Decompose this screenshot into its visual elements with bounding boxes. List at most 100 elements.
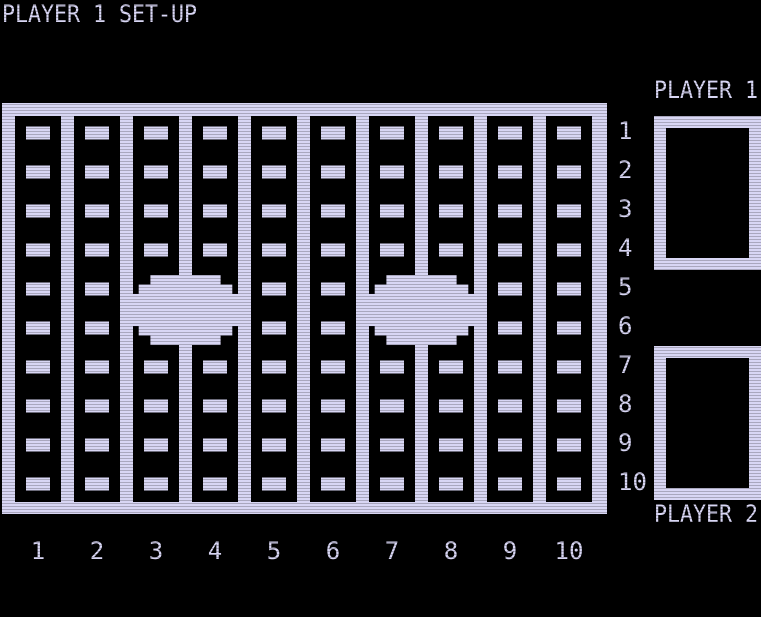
board-cell[interactable] <box>26 321 50 335</box>
board-cell[interactable] <box>321 282 345 296</box>
board-cell[interactable] <box>557 360 581 374</box>
board-cell[interactable] <box>439 126 463 140</box>
board-cell[interactable] <box>85 204 109 218</box>
board-cell[interactable] <box>144 360 168 374</box>
board-cell[interactable] <box>439 477 463 491</box>
board-cell[interactable] <box>85 165 109 179</box>
board-cell[interactable] <box>557 243 581 257</box>
board-cell[interactable] <box>557 399 581 413</box>
board-cell[interactable] <box>557 321 581 335</box>
board-cell[interactable] <box>144 438 168 452</box>
board-cell[interactable] <box>557 165 581 179</box>
board-cell[interactable] <box>262 204 286 218</box>
board-cell[interactable] <box>498 204 522 218</box>
board-cell[interactable] <box>26 204 50 218</box>
board-cell[interactable] <box>321 204 345 218</box>
board-cell[interactable] <box>321 399 345 413</box>
board-cell[interactable] <box>203 243 227 257</box>
player2-label: PLAYER 2 <box>654 500 759 528</box>
board-cell[interactable] <box>498 243 522 257</box>
board-cell[interactable] <box>262 321 286 335</box>
board-cell[interactable] <box>85 399 109 413</box>
board-cell[interactable] <box>203 204 227 218</box>
column-label: 2 <box>89 537 105 565</box>
board-cell[interactable] <box>439 399 463 413</box>
board-cell[interactable] <box>144 477 168 491</box>
board-cell[interactable] <box>380 477 404 491</box>
board-cell[interactable] <box>321 165 345 179</box>
board-cell[interactable] <box>144 165 168 179</box>
board-cell[interactable] <box>26 477 50 491</box>
lake-segment <box>386 275 457 285</box>
board-cell[interactable] <box>498 126 522 140</box>
board-cell[interactable] <box>85 282 109 296</box>
board-cell[interactable] <box>85 438 109 452</box>
board-cell[interactable] <box>203 399 227 413</box>
board-cell[interactable] <box>203 126 227 140</box>
board-cell[interactable] <box>26 126 50 140</box>
board-cell[interactable] <box>85 477 109 491</box>
board-cell[interactable] <box>262 438 286 452</box>
board-cell[interactable] <box>380 399 404 413</box>
board-cell[interactable] <box>321 126 345 140</box>
board-cell[interactable] <box>85 126 109 140</box>
board-cell[interactable] <box>321 438 345 452</box>
lake-segment <box>138 284 233 295</box>
board-cell[interactable] <box>203 438 227 452</box>
board-cell[interactable] <box>498 282 522 296</box>
lake-segment <box>150 275 221 285</box>
board-cell[interactable] <box>498 477 522 491</box>
board-cell[interactable] <box>380 126 404 140</box>
row-label: 3 <box>618 195 633 223</box>
board-cell[interactable] <box>262 360 286 374</box>
board-cell[interactable] <box>380 438 404 452</box>
board-cell[interactable] <box>557 477 581 491</box>
board-cell[interactable] <box>439 438 463 452</box>
board-cell[interactable] <box>439 360 463 374</box>
board-cell[interactable] <box>321 243 345 257</box>
board-cell[interactable] <box>262 165 286 179</box>
board-cell[interactable] <box>26 360 50 374</box>
board-cell[interactable] <box>26 165 50 179</box>
board-cell[interactable] <box>26 243 50 257</box>
board-cell[interactable] <box>498 399 522 413</box>
board-cell[interactable] <box>439 165 463 179</box>
board-cell[interactable] <box>144 399 168 413</box>
board-cell[interactable] <box>26 282 50 296</box>
board-cell[interactable] <box>498 165 522 179</box>
board-cell[interactable] <box>498 438 522 452</box>
board-cell[interactable] <box>557 126 581 140</box>
board-cell[interactable] <box>85 243 109 257</box>
board-cell[interactable] <box>262 477 286 491</box>
board-cell[interactable] <box>557 282 581 296</box>
board-cell[interactable] <box>144 204 168 218</box>
board-cell[interactable] <box>321 321 345 335</box>
board-cell[interactable] <box>321 360 345 374</box>
board-cell[interactable] <box>380 204 404 218</box>
board-cell[interactable] <box>144 126 168 140</box>
board-cell[interactable] <box>203 477 227 491</box>
board-cell[interactable] <box>262 282 286 296</box>
board-cell[interactable] <box>557 438 581 452</box>
board-cell[interactable] <box>262 126 286 140</box>
board-cell[interactable] <box>85 321 109 335</box>
board-cell[interactable] <box>380 360 404 374</box>
board-cell[interactable] <box>557 204 581 218</box>
board-cell[interactable] <box>380 243 404 257</box>
board-cell[interactable] <box>262 243 286 257</box>
board-cell[interactable] <box>144 243 168 257</box>
board-cell[interactable] <box>203 360 227 374</box>
board-cell[interactable] <box>26 438 50 452</box>
board-cell[interactable] <box>498 360 522 374</box>
board-cell[interactable] <box>85 360 109 374</box>
board-cell[interactable] <box>439 243 463 257</box>
column-label: 4 <box>207 537 223 565</box>
board-cell[interactable] <box>439 204 463 218</box>
board-cell[interactable] <box>26 399 50 413</box>
board-cell[interactable] <box>498 321 522 335</box>
board-cell[interactable] <box>321 477 345 491</box>
board-cell[interactable] <box>262 399 286 413</box>
board-cell[interactable] <box>380 165 404 179</box>
board-cell[interactable] <box>203 165 227 179</box>
